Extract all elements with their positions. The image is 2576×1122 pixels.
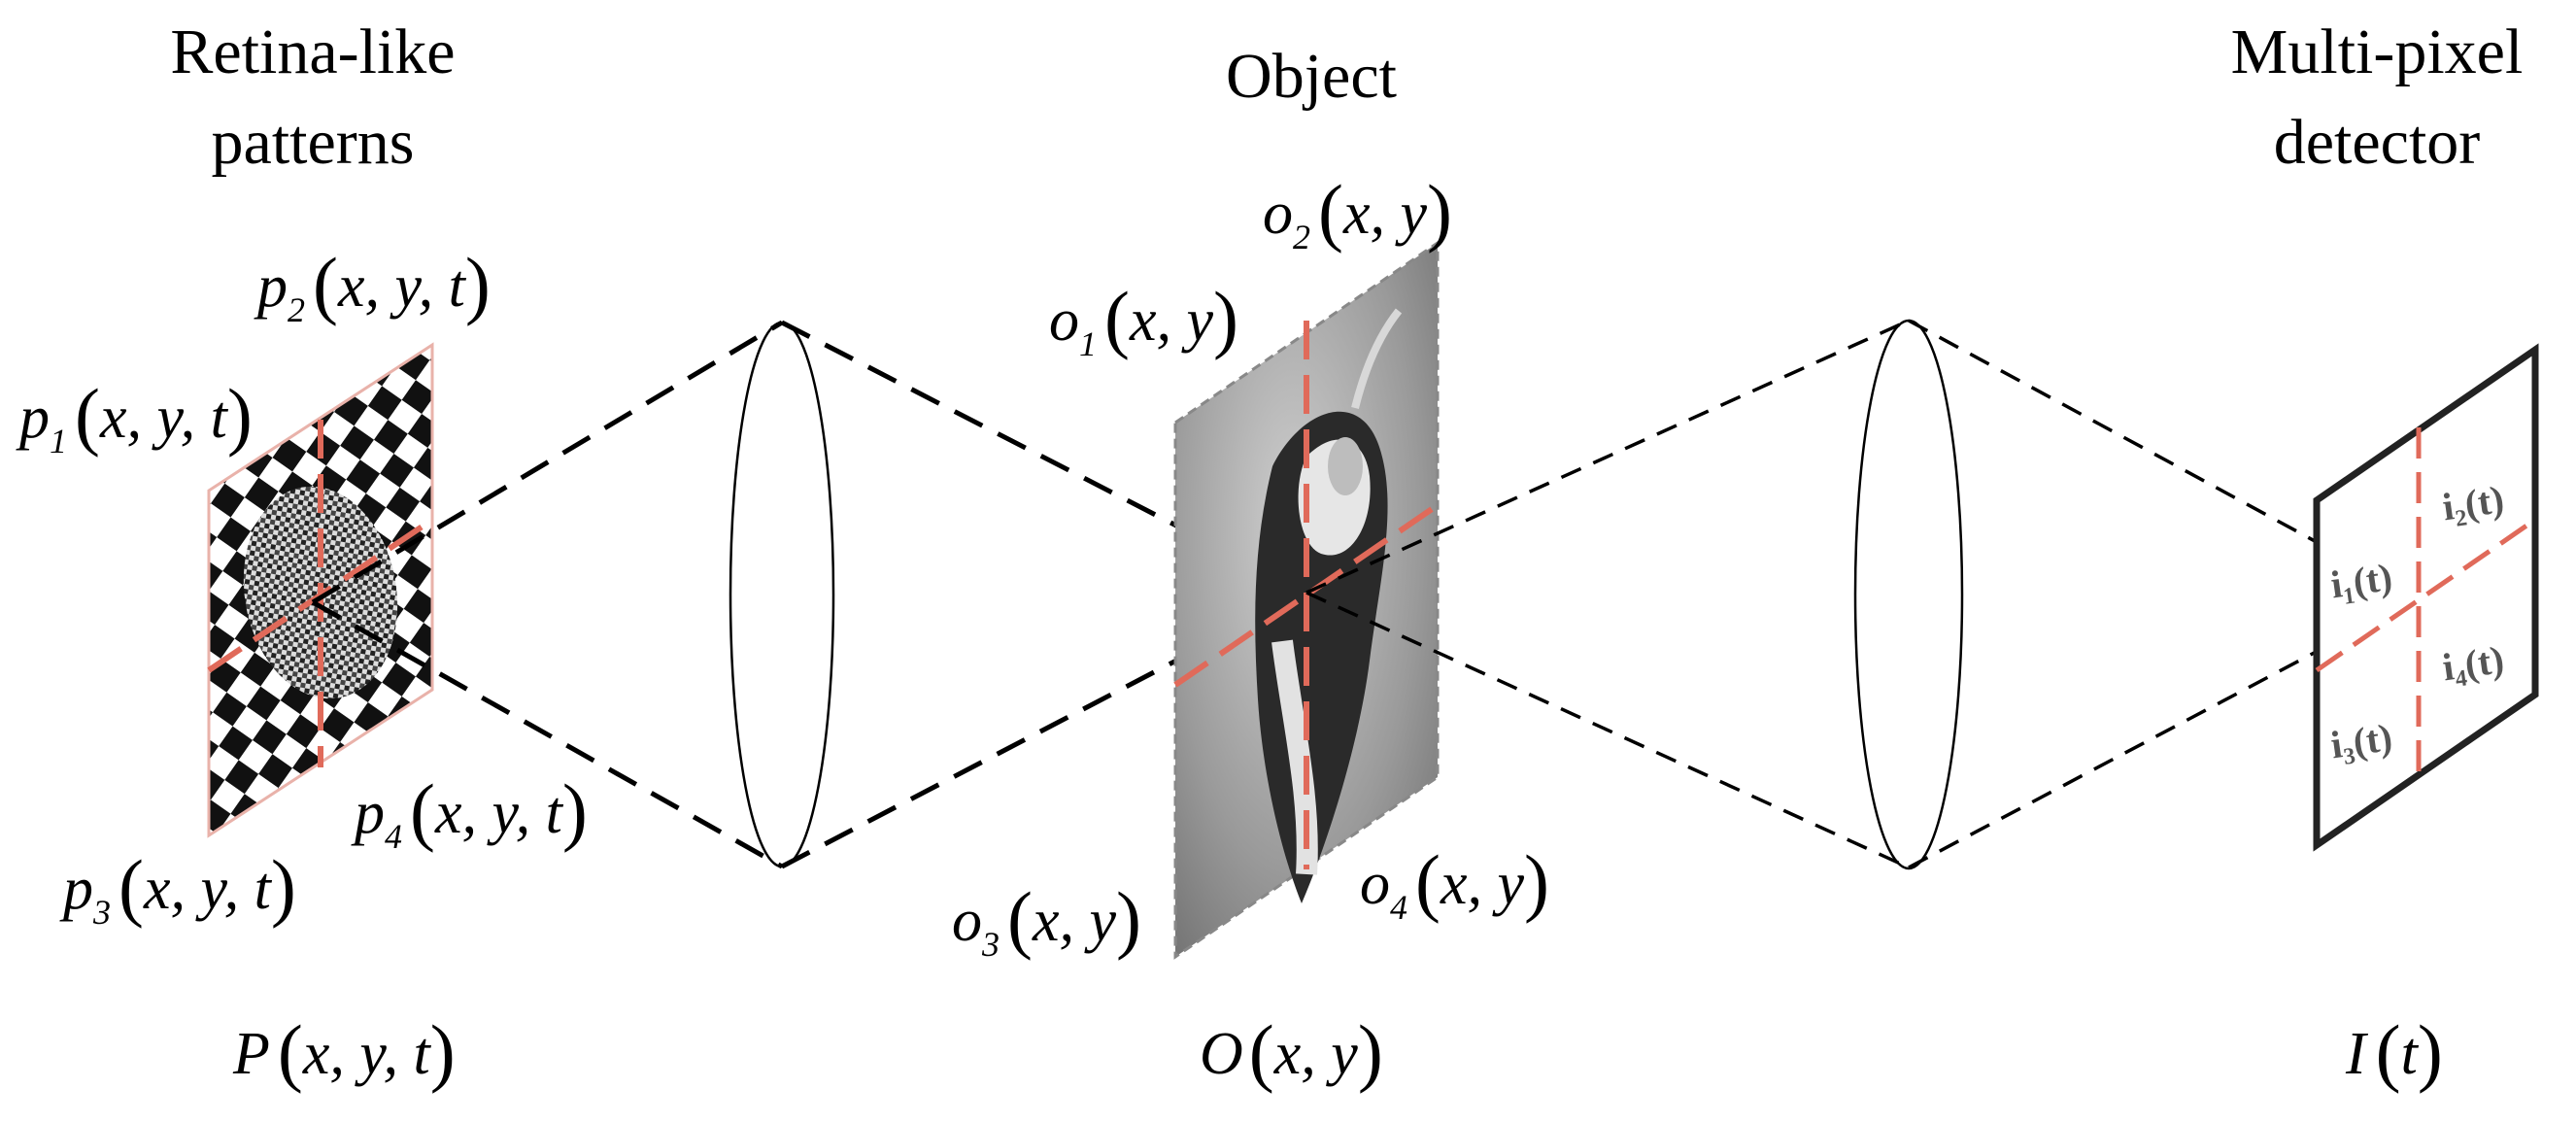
- svg-text:o2(x, y): o2(x, y): [1263, 169, 1452, 256]
- label-o3: o3(x, y): [952, 876, 1141, 964]
- pattern-title-line2: patterns: [212, 107, 415, 178]
- label-p3: p3(x, y, t): [59, 844, 296, 932]
- ray-lines-right: [1305, 319, 2420, 869]
- bird-photo-image: [1173, 240, 1440, 960]
- svg-text:o4(x, y): o4(x, y): [1360, 839, 1549, 927]
- pattern-title: Retina-like patterns: [170, 17, 455, 178]
- label-I: I(t): [2345, 1009, 2443, 1094]
- lens-icon: [729, 321, 835, 868]
- svg-text:o1(x, y): o1(x, y): [1049, 276, 1238, 363]
- svg-text:O(x, y): O(x, y): [1200, 1009, 1383, 1094]
- svg-text:p3(x, y, t): p3(x, y, t): [59, 844, 296, 932]
- label-O: O(x, y): [1200, 1009, 1383, 1094]
- detector-label-i2: i₂(t): [2440, 477, 2507, 528]
- lens-icon: [1853, 319, 1964, 870]
- detector-label-i4: i₄(t): [2440, 637, 2507, 689]
- svg-text:p1(x, y, t): p1(x, y, t): [16, 373, 253, 460]
- label-P: P(x, y, t): [232, 1009, 456, 1094]
- object-title: Object: [1226, 41, 1397, 112]
- label-o1: o1(x, y): [1049, 276, 1238, 363]
- label-o4: o4(x, y): [1360, 839, 1549, 927]
- svg-text:p2(x, y, t): p2(x, y, t): [254, 242, 491, 329]
- label-p4: p4(x, y, t): [351, 768, 588, 856]
- detector-label-i1: i₁(t): [2328, 555, 2395, 606]
- svg-text:o3(x, y): o3(x, y): [952, 876, 1141, 964]
- svg-text:p4(x, y, t): p4(x, y, t): [351, 768, 588, 856]
- detector-title-line1: Multi-pixel: [2231, 17, 2524, 87]
- svg-text:P(x, y, t): P(x, y, t): [232, 1009, 456, 1094]
- detector-label-i3: i₃(t): [2328, 715, 2395, 766]
- label-p1: p1(x, y, t): [16, 373, 253, 460]
- label-p2: p2(x, y, t): [254, 242, 491, 329]
- quad-detector-icon: i₁(t) i₂(t) i₃(t) i₄(t): [2313, 343, 2539, 852]
- label-o2: o2(x, y): [1263, 169, 1452, 256]
- detector-title-line2: detector: [2274, 107, 2481, 178]
- detector-title: Multi-pixel detector: [2231, 17, 2524, 178]
- pattern-title-line1: Retina-like: [170, 17, 455, 87]
- svg-text:I(t): I(t): [2345, 1009, 2443, 1094]
